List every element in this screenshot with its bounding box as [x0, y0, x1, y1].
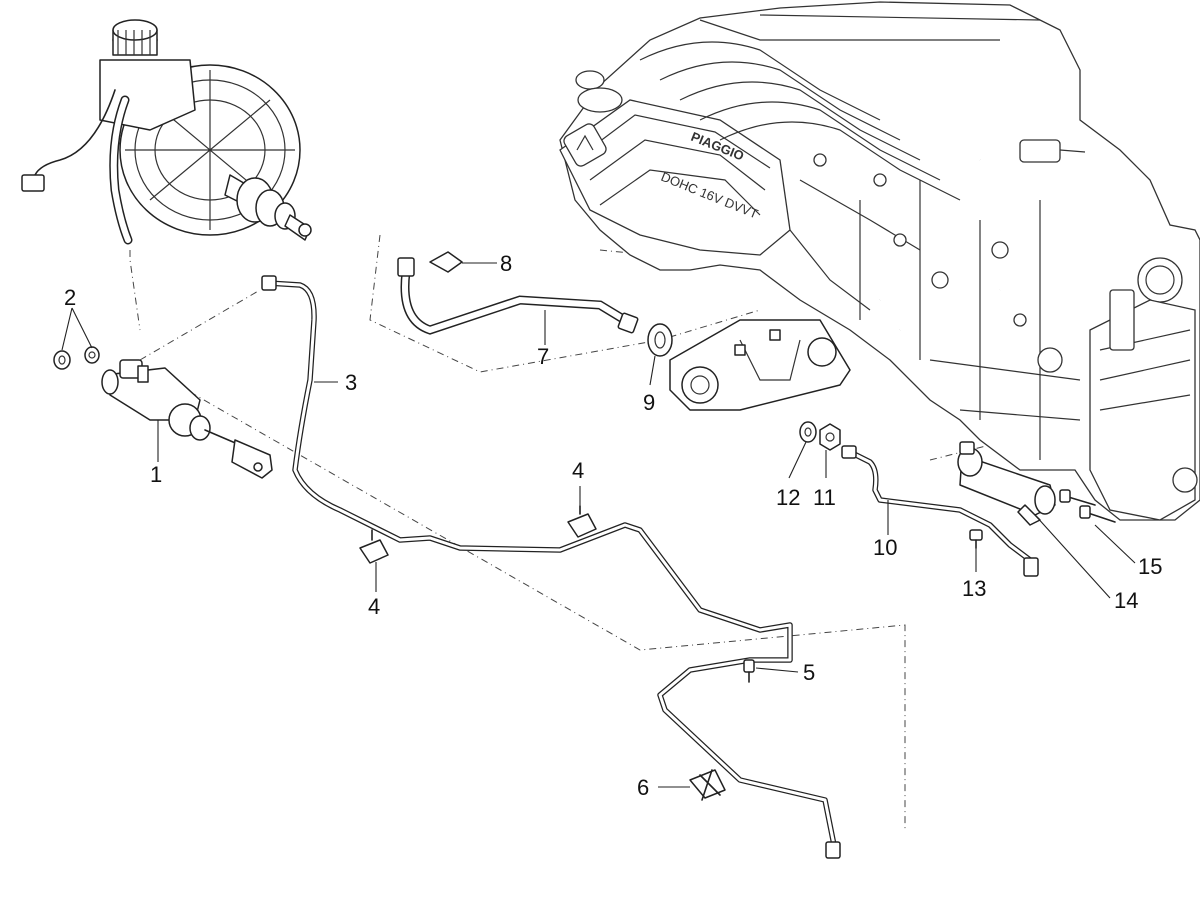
- callout-5: 5: [803, 660, 815, 685]
- clutch-slave-cylinder: [957, 441, 1056, 526]
- union-nut: [819, 423, 841, 451]
- brake-booster-assembly: [21, 19, 312, 245]
- mounting-bolt: [743, 659, 755, 683]
- callout-2: 2: [64, 285, 76, 310]
- callout-leaders: [61, 262, 1136, 788]
- callout-8: 8: [500, 251, 512, 276]
- callout-4b: 4: [572, 458, 584, 483]
- pipe-clip-b: [567, 505, 597, 538]
- bleed-bolt: [969, 529, 983, 549]
- clutch-master-cylinder: [101, 359, 273, 479]
- seal-washer: [799, 421, 817, 443]
- intake-manifold: [639, 14, 1041, 201]
- callout-13: 13: [962, 576, 986, 601]
- pipe-bracket: [689, 769, 726, 801]
- callout-15: 15: [1138, 554, 1162, 579]
- callout-1: 1: [150, 462, 162, 487]
- clutch-hose: [397, 257, 639, 335]
- callout-6: 6: [637, 775, 649, 800]
- callout-14: 14: [1114, 588, 1138, 613]
- pipe-clip-a: [359, 529, 389, 564]
- clutch-pipe: [261, 275, 841, 859]
- callout-3: 3: [345, 370, 357, 395]
- engine-block-illustration: PIAGGIO DOHC 16V DVVT: [559, 1, 1200, 521]
- callout-10: 10: [873, 535, 897, 560]
- slave-cylinder-pipe: [841, 445, 1039, 577]
- fixing-screws: [1059, 489, 1116, 523]
- callout-labels: 1 2 3 4 4 5 6 7 8 9 10 11 12 13 14 15: [64, 251, 1162, 800]
- callout-11: 11: [813, 485, 836, 510]
- callout-12: 12: [776, 485, 800, 510]
- callout-9: 9: [643, 390, 655, 415]
- hose-grommet: [647, 323, 673, 357]
- hose-retaining-clip: [429, 251, 463, 273]
- seal-rings: [53, 346, 100, 370]
- callout-4a: 4: [368, 594, 380, 619]
- engine-mount: [669, 319, 851, 411]
- callout-7: 7: [537, 344, 549, 369]
